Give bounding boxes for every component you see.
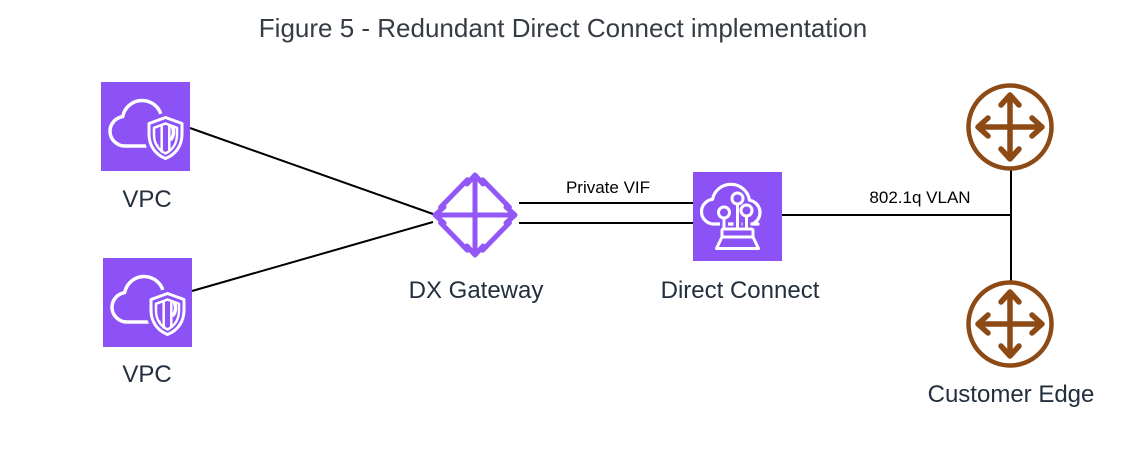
edge-vpc-bottom-to-dx-gateway — [191, 221, 434, 292]
router-crossed-arrows-icon — [966, 83, 1054, 171]
vpc-cloud-shield-icon — [101, 82, 190, 171]
dx-gateway-diamond-arrows-icon — [432, 172, 518, 258]
private-vif-edge-label: Private VIF — [565, 178, 651, 197]
vpc-bottom-label: VPC — [122, 361, 172, 388]
direct-connect-cloud-pins-icon — [693, 172, 782, 261]
edge-vpc-top-to-dx-gateway — [189, 127, 434, 215]
figure-title: Figure 5 - Redundant Direct Connect impl… — [258, 13, 868, 43]
vlan-edge-label: 802.1q VLAN — [869, 188, 971, 207]
dx-gateway-label: DX Gateway — [408, 277, 544, 304]
vpc-top-label: VPC — [122, 186, 172, 213]
customer-edge-label: Customer Edge — [927, 381, 1095, 408]
direct-connect-label: Direct Connect — [660, 277, 820, 304]
router-crossed-arrows-icon — [966, 280, 1054, 368]
vpc-cloud-shield-icon — [103, 258, 192, 347]
